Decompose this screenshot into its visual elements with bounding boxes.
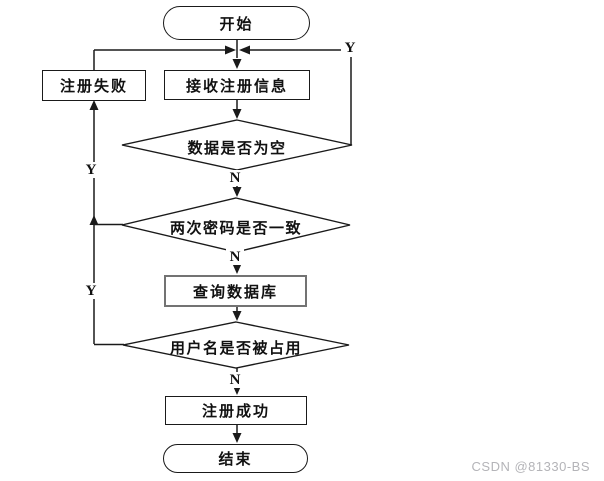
arrowhead-fail-merge: [225, 45, 236, 55]
node-receive-registration-info: 接收注册信息: [164, 70, 310, 100]
arrowhead-into-querydb: [232, 264, 242, 274]
node-end: 结束: [163, 444, 308, 473]
decision-data-empty-label: 数据是否为空: [187, 141, 287, 157]
node-register-success: 注册成功: [165, 396, 307, 425]
arrowhead-into-regfail: [89, 100, 99, 110]
arrowhead-into-dataempty: [232, 109, 242, 119]
edge-label-no-data-empty: N: [226, 170, 244, 186]
edge-label-yes-left-upper: Y: [82, 162, 100, 178]
decision-pwd-match-label: 两次密码是否一致: [169, 221, 302, 237]
edge-label-no-pwd-match: N: [226, 249, 244, 265]
edge-label-yes-left-lower: Y: [82, 283, 100, 299]
watermark-text: CSDN @81330-BS: [471, 459, 590, 474]
arrowhead-into-usernametaken: [232, 311, 242, 321]
decision-username-taken-shape: [122, 321, 350, 369]
arrowhead-into-end: [232, 433, 242, 443]
arrowhead-left-junction-up: [89, 215, 99, 225]
node-register-failed: 注册失败: [42, 70, 146, 101]
decision-username-taken-label: 用户名是否被占用: [169, 341, 302, 357]
arrowhead-yes-merge: [239, 45, 250, 55]
arrowhead-into-receive: [232, 59, 242, 69]
edge-label-no-username-taken: N: [226, 372, 244, 388]
arrowhead-into-pwdmatch: [232, 187, 242, 197]
edge-label-yes-top-right: Y: [341, 40, 359, 56]
node-start: 开始: [163, 6, 310, 40]
node-query-database: 查询数据库: [164, 275, 307, 307]
